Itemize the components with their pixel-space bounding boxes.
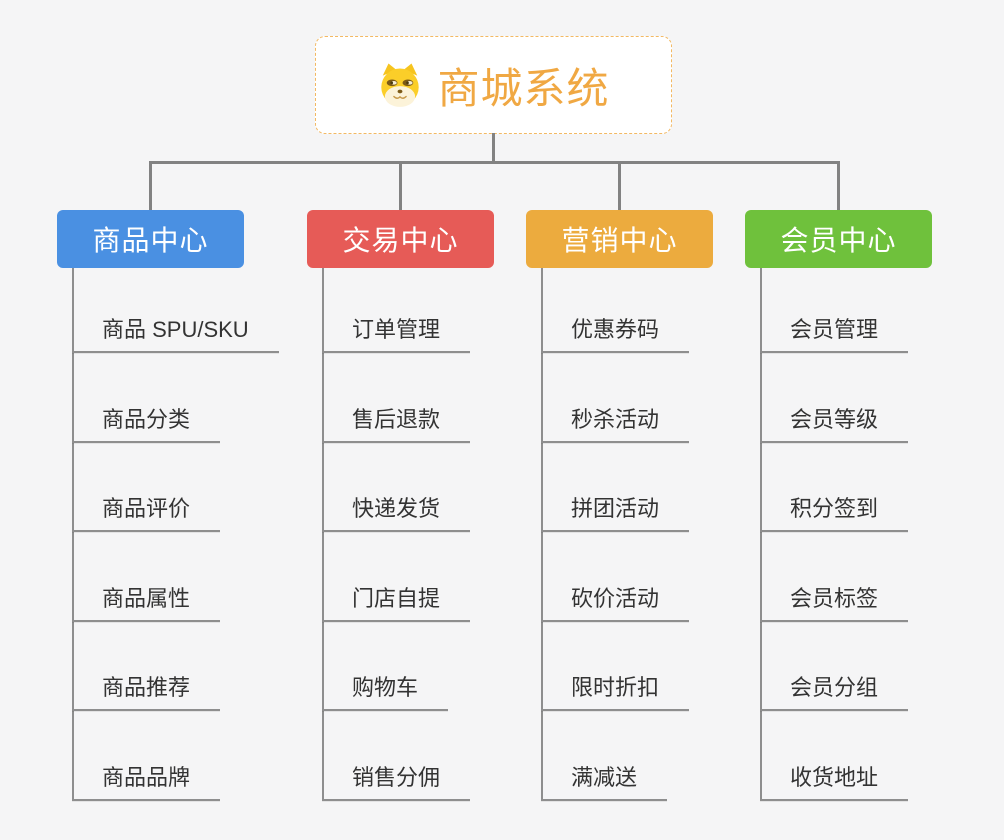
leaf-node[interactable]: 秒杀活动 — [541, 397, 690, 443]
leaf-node[interactable]: 砍价活动 — [541, 576, 690, 622]
leaf-node[interactable]: 商品属性 — [72, 576, 221, 622]
root-title: 商城系统 — [437, 64, 610, 112]
leaf-node[interactable]: 订单管理 — [322, 307, 471, 353]
leaf-node[interactable]: 商品推荐 — [72, 665, 221, 711]
trunk-line-trade — [322, 268, 324, 800]
connector-horizontal-bar — [149, 161, 840, 164]
connector-drop-product — [149, 161, 152, 210]
connector-drop-trade — [399, 161, 402, 210]
leaf-node[interactable]: 购物车 — [322, 665, 449, 711]
leaf-node[interactable]: 商品品牌 — [72, 755, 221, 801]
leaf-node[interactable]: 限时折扣 — [541, 665, 690, 711]
leaf-node[interactable]: 售后退款 — [322, 397, 471, 443]
leaf-node[interactable]: 满减送 — [541, 755, 668, 801]
trunk-line-marketing — [541, 268, 543, 800]
leaf-node[interactable]: 门店自提 — [322, 576, 471, 622]
branch-items-marketing: 优惠券码 秒杀活动 拼团活动 砍价活动 限时折扣 满减送 — [541, 307, 690, 801]
leaf-node[interactable]: 积分签到 — [760, 486, 909, 532]
connector-drop-marketing — [618, 161, 621, 210]
leaf-node[interactable]: 会员管理 — [760, 307, 909, 353]
branch-node-member-center[interactable]: 会员中心 — [745, 210, 932, 268]
branch-items-member: 会员管理 会员等级 积分签到 会员标签 会员分组 收货地址 — [760, 307, 909, 801]
trunk-line-member — [760, 268, 762, 800]
leaf-node[interactable]: 拼团活动 — [541, 486, 690, 532]
connector-drop-member — [837, 161, 840, 210]
leaf-node[interactable]: 商品分类 — [72, 397, 221, 443]
branch-node-marketing-center[interactable]: 营销中心 — [526, 210, 713, 268]
root-node[interactable]: 商城系统 — [315, 36, 672, 134]
leaf-node[interactable]: 销售分佣 — [322, 755, 471, 801]
leaf-node[interactable]: 商品评价 — [72, 486, 221, 532]
leaf-node[interactable]: 优惠券码 — [541, 307, 690, 353]
leaf-node[interactable]: 会员标签 — [760, 576, 909, 622]
branch-node-product-center[interactable]: 商品中心 — [57, 210, 244, 268]
leaf-node[interactable]: 收货地址 — [760, 755, 909, 801]
leaf-node[interactable]: 会员等级 — [760, 397, 909, 443]
trunk-line-product — [72, 268, 74, 800]
leaf-node[interactable]: 快递发货 — [322, 486, 471, 532]
doge-icon — [381, 63, 420, 107]
leaf-node[interactable]: 会员分组 — [760, 665, 909, 711]
branch-items-product: 商品 SPU/SKU 商品分类 商品评价 商品属性 商品推荐 商品品牌 — [72, 307, 279, 801]
connector-root-drop — [492, 133, 495, 163]
branch-items-trade: 订单管理 售后退款 快递发货 门店自提 购物车 销售分佣 — [322, 307, 471, 801]
leaf-node[interactable]: 商品 SPU/SKU — [72, 307, 279, 353]
branch-node-trade-center[interactable]: 交易中心 — [307, 210, 494, 268]
